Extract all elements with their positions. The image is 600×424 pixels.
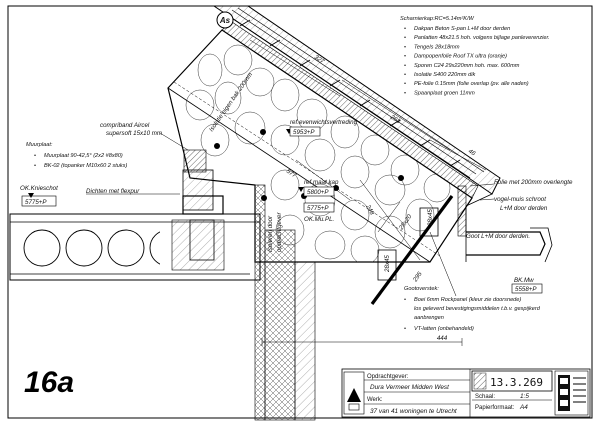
floor-slab [9,213,261,281]
roof-spec-title: Scharnierkap:RC=5.14m²K/W [400,16,475,22]
ref-evenwicht-value: 5953+P [293,129,315,136]
ok-knieschot-label: OK.Knieschot [20,185,58,192]
drawing-logo [347,388,361,411]
roof-spec-bullet: • [404,63,406,69]
roof-spec-item: Tengels 28x18mm [414,44,460,50]
dim-444: 444 [437,335,448,342]
dim-28x45-a: 28x45 [384,255,391,273]
goot-item-2: los geleverd bevestigingsmiddelen t.b.v.… [414,306,541,312]
muurplaat-bullet-1: • [34,153,36,159]
roof-spec-item: Spaanplaat groen 11mm [414,90,475,96]
roof-spec-bullet: • [404,90,406,96]
goot-bullet-2: • [404,326,406,332]
gutter [466,231,546,256]
muurplaat-title: Muurplaat: [26,142,53,148]
dichten-label: Dichten met flexpur [86,188,140,195]
opdrachtgever-note-label: opdrachtgever [276,212,283,252]
papierformaat-value: A4 [519,404,528,411]
ok-mu-pl-label: OK.Mu.PL. [304,216,334,223]
supersoft-label: supersoft 15x10 mm [106,130,162,137]
goot-bullet-1: • [404,297,406,303]
soffit-board [370,195,454,305]
dim-46: 46 [467,148,477,158]
eaves-blocks-2 [419,207,439,237]
drawing-number: 13.3.269 [490,376,543,389]
vogel-label: vogel-muis schroot [494,196,546,203]
roof-spec-list: • Dakpan Beton S-pan L+M door derden • Panl… [404,26,550,96]
lm-derden-label: L+M door derden [500,205,548,212]
compriband-strip [183,149,207,173]
muurplaat-item-2: BK-02 (topanker M10x60 2 stuks) [44,163,127,169]
roof-spec-item: Dakpan Beton S-pan L+M door derden [414,26,510,32]
roof-spec-bullet: • [404,54,406,60]
goot-item-1: Boei 6mm Rockpanel (kleur zie doorsnede) [414,297,521,303]
muurplaat-bullet-2: • [34,163,36,169]
title-block: Opdrachtgever: Dura Vermeer Midden West … [341,368,591,418]
isolatie-eigen-label: Isolatie eigen bak 200mm [208,71,254,133]
section-marker: As [216,11,234,29]
roof-spec-bullet: • [404,35,406,41]
roof-tiles [212,5,501,195]
tile-laths [239,19,461,167]
roof-spec-item: Panlatten 48x21.5 hoh. volgens bijlage p… [414,35,550,41]
opdrachtgever-value: Dura Vermeer Midden West [370,384,449,391]
folie-label: Folie met 200mm overlengte [494,179,573,186]
goot-item-3: aanbrengen [414,315,444,321]
roof-spec-item: Dampopenfolie Roof TX ultra (oranje) [414,54,507,60]
roof-spec-notes: Scharnierkap:RC=5.14m²K/W [400,16,475,22]
schaal-label: Schaal: [475,394,495,400]
goot-spec-title: Gootoverstek: [404,286,439,292]
roof-spec-bullet: • [404,72,406,78]
dim-295: 295 [411,270,424,284]
roof-spec-item: Sporen C24 29x220mm hoh. max. 600mm [414,63,520,69]
section-marker-label: As [219,16,231,25]
dim-28x45-b: 28x45 [427,209,434,227]
roof-spec-bullet: • [404,26,406,32]
dim-577: 577 [285,168,298,180]
fascia-board [457,185,467,237]
roof-spec-item: Isolatie S400 220mm dik [414,72,476,78]
dim-248: 248 [364,203,376,217]
roof-spec-bullet: • [404,44,406,50]
ref-maat-kap-label: ref.maat kap [304,179,339,186]
schaal-value: 1:5 [520,393,529,400]
dim-28x20: 28x20 [397,213,413,232]
compriband-label: compriband Aircel [100,122,150,129]
goot-label: Goot L+M door derden. [466,233,530,240]
dim-327: 327 [313,54,326,66]
opdrachtgever-label: Opdrachtgever: [367,374,409,380]
werk-label: Werk: [367,397,383,403]
papierformaat-label: Papierformaat: [475,405,515,411]
dimensions [249,39,487,346]
ok-knieschot-value: 5775+P [25,199,47,206]
detail-number: 16a [24,366,74,399]
goot-item-4: VT-latten (onbehandeld) [414,326,474,332]
ref-maat-kap-value: 5800+P [307,189,329,196]
roof-spec-bullet: • [404,81,406,87]
roof-spec-item: PE-folie 0.15mm (folie overlap (pv. alle… [414,81,529,87]
muurplaat-block [182,169,214,211]
ref-evenwicht-label: ref.evenwichtsvertreding [290,119,358,126]
level-5775-value: 5775+P [307,205,329,212]
muurplaat-item-1: Muurplaat 90-42,5° (2x2 #8x80) [44,153,123,159]
eaves-blocks [377,249,397,281]
roof-section [167,5,553,421]
goot-spec-notes: Gootoverstek: • Boei 6mm Rockpanel (kleu… [404,286,541,332]
wall-hatch [294,261,316,421]
werk-value: 37 van 41 woningen te Utrecht [370,408,457,415]
bk-mw-value: 5558+P [515,286,537,293]
vertical-stud-2 [264,229,296,421]
isoleren-door-label: Isoleren door [267,215,274,252]
bk-mw-label: BK.Mw [514,277,534,284]
muurplaat-notes: Muurplaat: • Muurplaat 90-42,5° (2x2 #8x… [26,142,127,169]
